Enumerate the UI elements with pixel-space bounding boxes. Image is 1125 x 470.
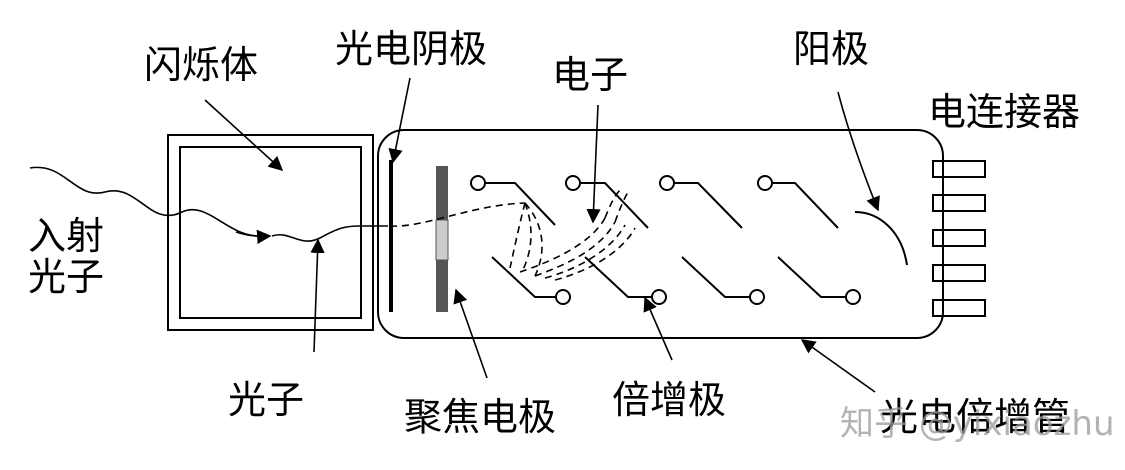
dynode (565, 175, 649, 229)
dynode (584, 256, 667, 305)
connector-pin (932, 160, 986, 178)
connector-pins (932, 160, 986, 317)
label-incident-photon-line1: 入射 (28, 214, 104, 258)
electron-leader (586, 104, 601, 224)
dynode (757, 175, 839, 229)
focusing-electrode (435, 166, 449, 312)
dynode (659, 175, 743, 229)
incident-photon-wave (29, 166, 263, 237)
connector-pin (932, 194, 986, 212)
label-incident-photon-line2: 光子 (28, 255, 104, 299)
scintillator-outer-frame (167, 134, 374, 331)
label-pmt: 光电倍增管 (880, 395, 1070, 439)
incident-photon-arrow (235, 229, 272, 245)
electron-trajectories (389, 189, 636, 281)
label-photon: 光子 (228, 378, 304, 422)
photon-wave (271, 225, 388, 242)
photon-leader (310, 238, 325, 353)
watermark: 知乎 @yixiaozhu (840, 404, 1115, 444)
pmt-leader (800, 339, 876, 393)
anode (854, 211, 908, 266)
label-photocathode: 光电阴极 (335, 27, 487, 71)
scintillator-inner-frame (179, 146, 362, 319)
dynode (681, 256, 765, 305)
focusing-electrode-leader (453, 288, 488, 379)
dynode (470, 175, 556, 226)
scintillator-leader (204, 99, 284, 171)
label-connector: 电连接器 (928, 90, 1080, 134)
dynodes-upper (470, 175, 839, 229)
photocathode-leader (388, 77, 411, 164)
connector-pin (932, 229, 986, 247)
dynode (491, 256, 571, 305)
label-anode: 阳极 (793, 27, 869, 71)
dynode-leader (643, 296, 673, 361)
pmt-tube-body (377, 129, 944, 339)
dynodes-lower (491, 256, 861, 305)
dynode (777, 256, 861, 305)
label-focusing-electrode: 聚焦电极 (404, 395, 556, 439)
label-scintillator: 闪烁体 (144, 43, 258, 87)
label-dynode: 倍增极 (612, 378, 726, 422)
connector-pin (932, 264, 986, 282)
connector-pin (932, 299, 986, 317)
anode-leader (837, 91, 880, 212)
label-electron: 电子 (552, 53, 628, 97)
